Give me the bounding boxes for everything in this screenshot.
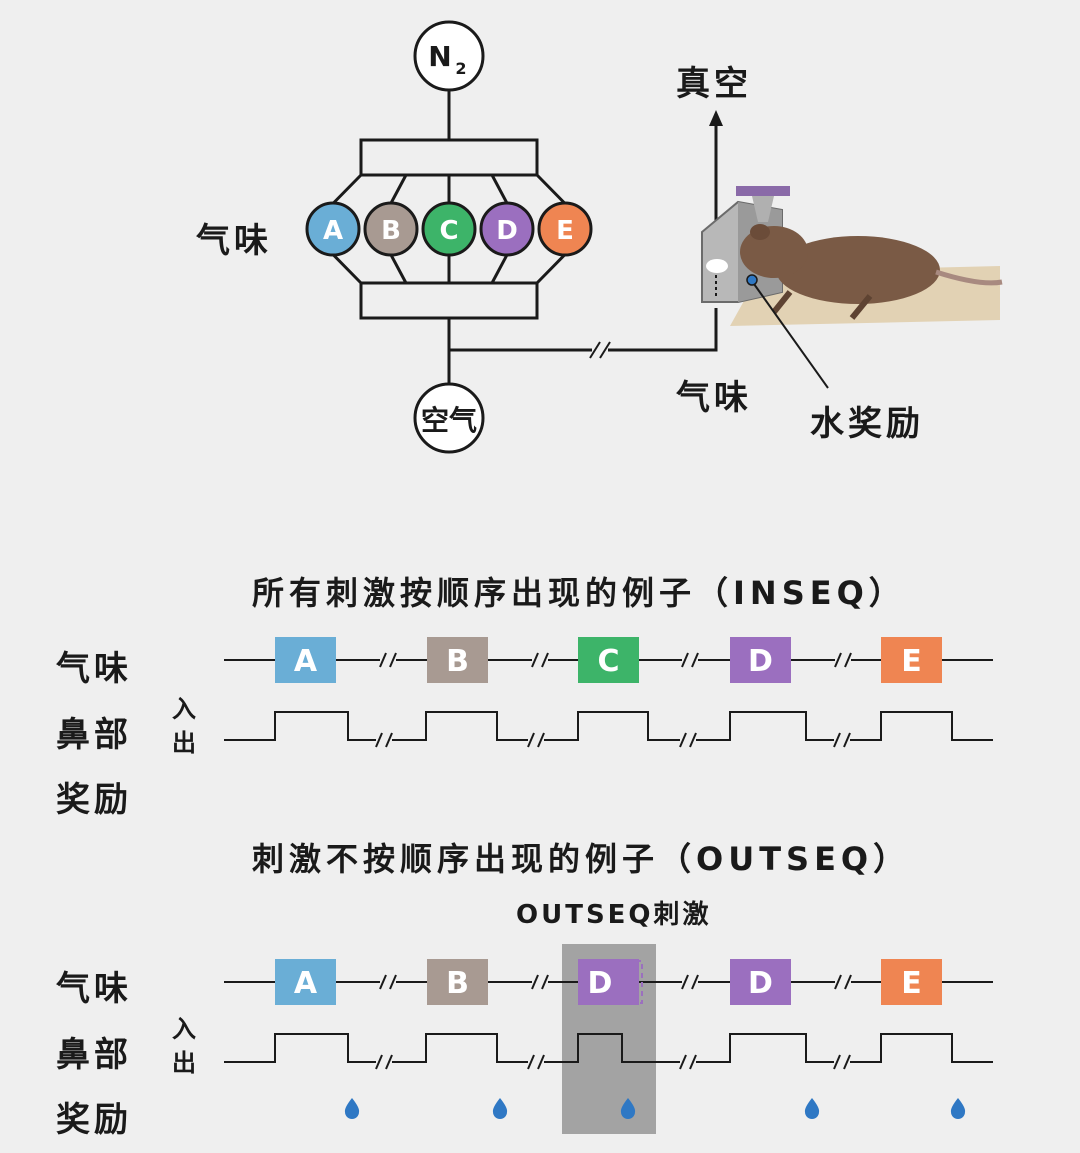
odor-block-e	[881, 637, 942, 683]
odor-block-e	[881, 959, 942, 1005]
odor-block-label: D	[588, 966, 613, 1001]
odor-block-a	[275, 637, 336, 683]
air-source	[413, 382, 485, 454]
nose-poke-trace	[224, 1033, 993, 1063]
inseq-row-reward: 奖励	[56, 780, 132, 820]
outseq-row-odor: 气味	[56, 969, 132, 1009]
odor-label: 气味	[196, 221, 272, 261]
odor-block-b	[427, 637, 488, 683]
outseq-row-nose: 鼻部	[56, 1035, 132, 1075]
air-label: 空气	[421, 404, 477, 437]
odor-valve-label-d: D	[496, 216, 518, 246]
odor-valve-label-a: A	[323, 216, 343, 246]
odor-block-label: E	[901, 966, 922, 1001]
vacuum-arrow-icon	[709, 110, 723, 126]
outseq-title: 刺激不按顺序出现的例子（OUTSEQ）	[252, 840, 911, 878]
odor-block-a	[275, 959, 336, 1005]
inseq-timeline: A B C D E	[224, 637, 993, 748]
water-drop-icon	[804, 1098, 820, 1119]
odor-valve-e	[537, 201, 593, 257]
odor-block-label: A	[294, 644, 318, 679]
odor-valve-label-b: B	[381, 216, 401, 246]
water-drop-icon	[492, 1098, 508, 1119]
water-drop-icon	[344, 1098, 360, 1119]
nose-poke-trace	[224, 711, 993, 741]
rat-body	[776, 236, 940, 304]
inseq-title: 所有刺激按顺序出现的例子（INSEQ）	[252, 574, 906, 612]
odor-output-label: 气味	[676, 378, 752, 418]
inseq-in-label: 入	[172, 695, 196, 723]
odor-block-d	[730, 959, 791, 1005]
odor-valve-c	[421, 201, 477, 257]
upper-manifold	[359, 138, 539, 177]
outseq-row-reward: 奖励	[56, 1100, 132, 1140]
outseq-out-label: 出	[172, 1049, 196, 1077]
n2-label: N	[428, 40, 451, 73]
odor-valve-label-e: E	[556, 216, 574, 246]
outseq-in-label: 入	[172, 1015, 196, 1043]
inseq-out-label: 出	[172, 729, 196, 757]
odor-block-label: D	[748, 966, 773, 1001]
odor-block-label: B	[446, 966, 469, 1001]
lower-manifold	[359, 281, 539, 320]
n2-subscript: 2	[455, 59, 466, 78]
water-port	[746, 274, 758, 286]
odor-block-label: D	[748, 644, 773, 679]
apparatus-diagram: N 2 A B C D E 空气	[305, 20, 1003, 454]
odor-block-d	[730, 637, 791, 683]
odor-valve-a	[305, 201, 361, 257]
odor-block-label: A	[294, 966, 318, 1001]
odor-valve-d	[479, 201, 535, 257]
odor-block-label: B	[446, 644, 469, 679]
vacuum-label: 真空	[676, 64, 752, 104]
odor-block-c	[578, 637, 639, 683]
odor-block-label: E	[901, 644, 922, 679]
odor-valve-b	[363, 201, 419, 257]
odor-block-d	[578, 959, 639, 1005]
odor-block-b	[427, 959, 488, 1005]
water-reward-label: 水奖励	[810, 404, 924, 444]
outseq-stim-label: OUTSEQ刺激	[516, 900, 712, 930]
odor-valve-label-c: C	[439, 216, 458, 246]
water-drop-icon	[950, 1098, 966, 1119]
inseq-row-nose: 鼻部	[56, 715, 132, 755]
odor-block-label: C	[597, 644, 619, 679]
water-drop-icon	[620, 1098, 636, 1119]
inseq-row-odor: 气味	[56, 649, 132, 689]
